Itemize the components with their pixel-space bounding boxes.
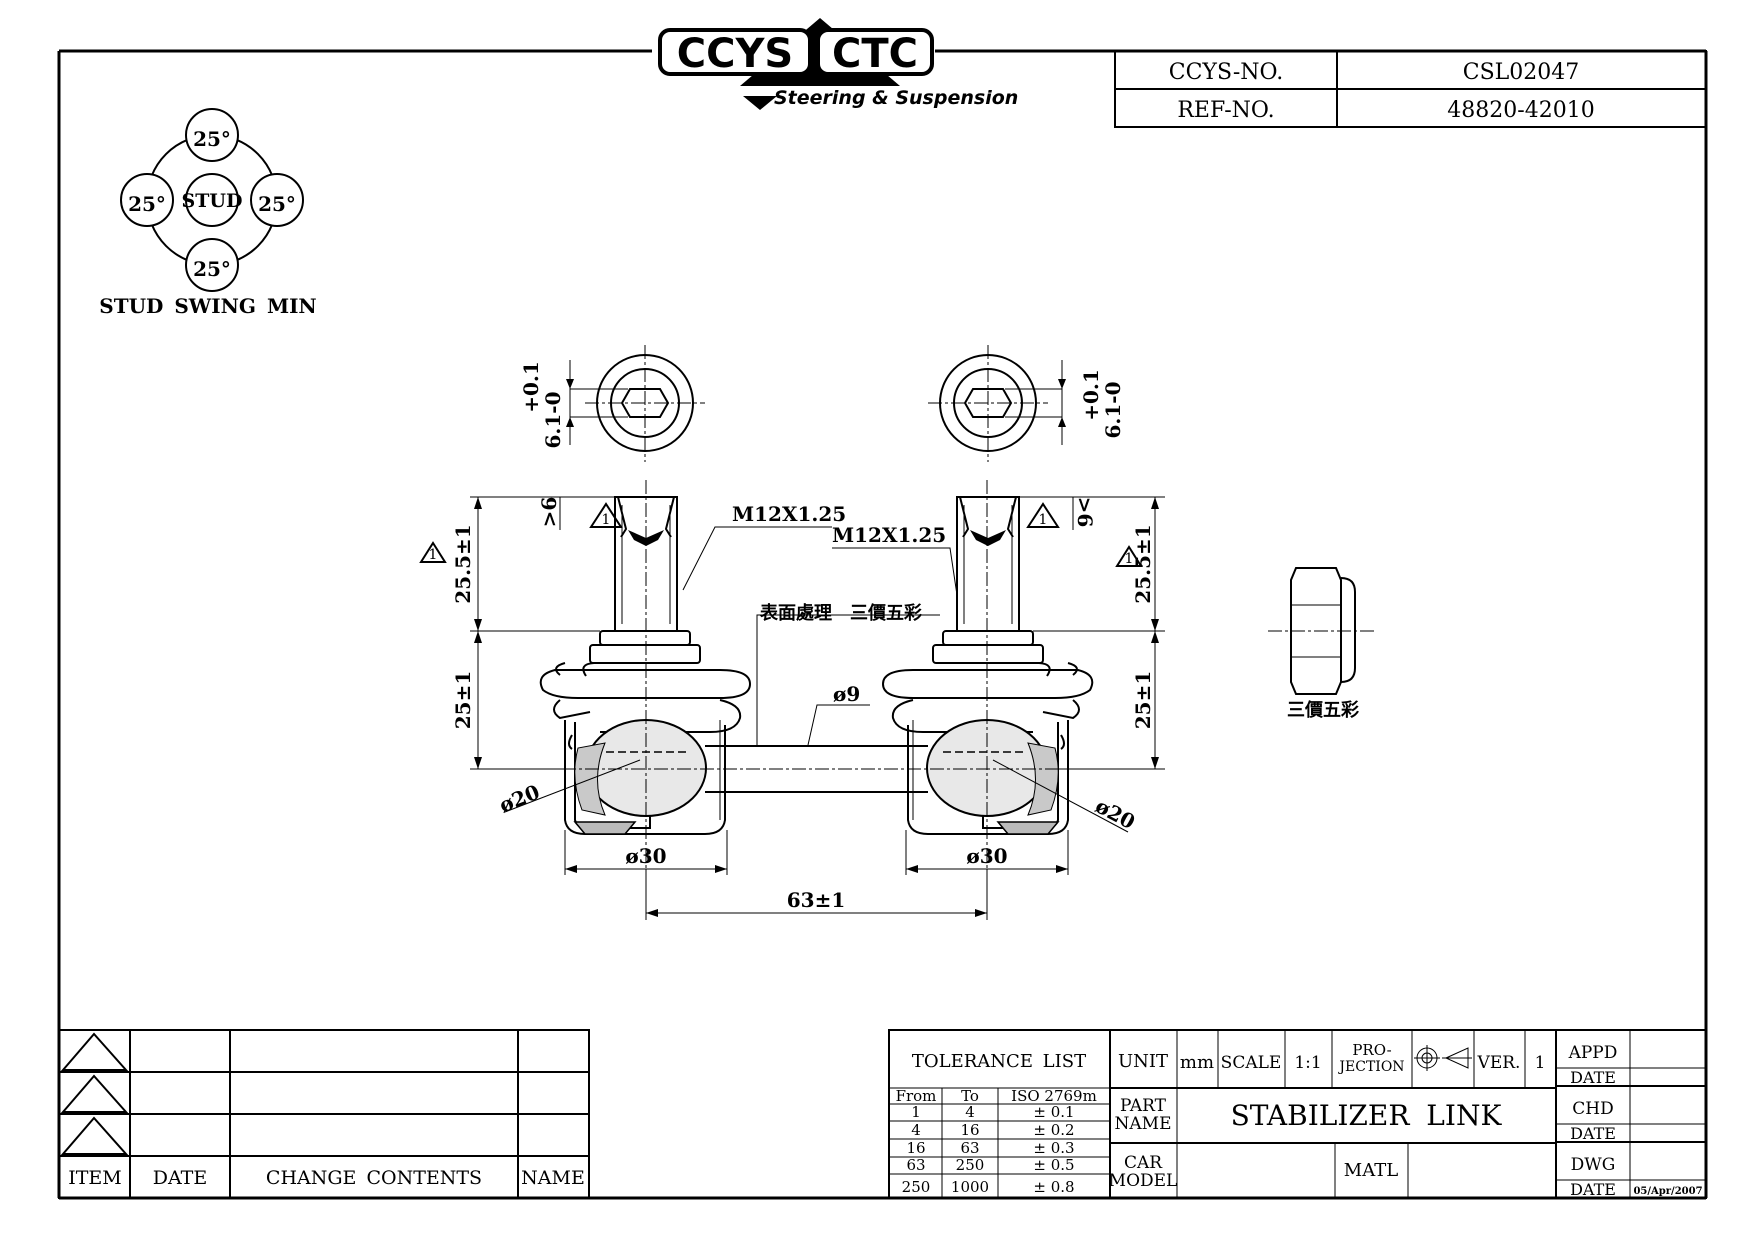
stud-length-left: 25.5±1	[451, 524, 475, 603]
hex-depth-left: >6	[537, 497, 561, 528]
right-ball-joint	[881, 480, 1094, 910]
stud-swing-caption: STUD SWING MIN	[99, 294, 316, 318]
housing-diameter-right: ø30	[966, 844, 1007, 868]
ref-no-label: REF-NO.	[1177, 98, 1274, 123]
material-label: MATL	[1344, 1160, 1398, 1181]
housing-diameter-left: ø30	[625, 844, 666, 868]
tol-from: 250	[902, 1178, 931, 1196]
version-value: 1	[1535, 1053, 1546, 1073]
swing-angle-top: 25°	[193, 127, 231, 151]
body-length-left: 25±1	[451, 671, 475, 730]
swing-angle-left: 25°	[128, 192, 166, 216]
rev-header-contents: CHANGE CONTENTS	[266, 1167, 482, 1189]
logo-left-text: CCYS	[677, 31, 793, 77]
tol-from: 1	[911, 1103, 921, 1121]
stud-length-right: 25.5±1	[1131, 524, 1155, 603]
left-ball-joint	[539, 480, 752, 910]
logo-tagline: Steering & Suspension	[774, 87, 1018, 109]
ccys-no-label: CCYS-NO.	[1169, 60, 1284, 85]
connecting-rod	[470, 745, 1160, 793]
tol-header-from: From	[896, 1087, 937, 1105]
lock-nut	[1268, 567, 1376, 695]
tol-to: 63	[960, 1139, 979, 1157]
tol-header-iso: ISO 2769m	[1011, 1087, 1097, 1105]
right-end-view	[928, 345, 1066, 462]
chd-date-label: DATE	[1570, 1124, 1616, 1143]
tol-value: ± 0.8	[1033, 1178, 1074, 1196]
surface-treatment-note: 表面處理 三價五彩	[760, 602, 922, 624]
dwg-date-value: 05/Apr/2007	[1633, 1186, 1702, 1197]
nut-finish-note: 三價五彩	[1287, 699, 1359, 721]
hex-dim-right: 6.1-0	[1101, 381, 1125, 438]
swing-angle-right: 25°	[258, 192, 296, 216]
stud-center-label: STUD	[182, 190, 243, 212]
stud-swing-diagram: STUD 25° 25° 25° 25° STUD SWING MIN	[99, 108, 317, 318]
logo-right-text: CTC	[832, 31, 918, 77]
ball-diameter-right: ø20	[1091, 794, 1139, 835]
tol-value: ± 0.3	[1033, 1139, 1074, 1157]
hex-depth-right: >6	[1073, 497, 1097, 528]
part-name-value: STABILIZER LINK	[1231, 1099, 1503, 1132]
tol-from: 16	[906, 1139, 925, 1157]
tol-to: 250	[956, 1156, 985, 1174]
hex-tol-right: +0.1	[1079, 369, 1103, 421]
part-name-label-2: NAME	[1115, 1114, 1172, 1134]
left-end-view	[566, 345, 705, 462]
sheet-border	[57, 49, 1708, 1200]
projection-label-1: PRO-	[1352, 1041, 1391, 1059]
tol-value: ± 0.2	[1033, 1121, 1074, 1139]
tol-to: 16	[960, 1121, 979, 1139]
rod-diameter: ø9	[833, 682, 860, 706]
rev-header-item: ITEM	[68, 1167, 122, 1189]
tol-from: 63	[906, 1156, 925, 1174]
company-logo: CCYS CTC Steering & Suspension	[658, 18, 1018, 110]
swing-angle-bottom: 25°	[193, 257, 231, 281]
ref-no-value: 48820-42010	[1447, 98, 1594, 123]
tol-to: 4	[965, 1103, 975, 1121]
chd-label: CHD	[1572, 1099, 1613, 1119]
tol-value: ± 0.1	[1033, 1103, 1074, 1121]
appd-date-label: DATE	[1570, 1068, 1616, 1087]
hex-dim-left: 6.1-0	[541, 391, 565, 448]
body-length-right: 25±1	[1131, 671, 1155, 730]
rev-mark-right: 1	[1039, 512, 1048, 528]
rev-mark-stud-right: 1	[1125, 551, 1134, 567]
scale-value: 1:1	[1294, 1053, 1321, 1073]
thread-spec-right: M12X1.25	[832, 523, 946, 547]
tol-to: 1000	[951, 1178, 989, 1196]
unit-label: UNIT	[1118, 1051, 1168, 1072]
projection-label-2: JECTION	[1337, 1059, 1404, 1075]
thread-spec-left: M12X1.25	[732, 502, 846, 526]
dwg-label: DWG	[1571, 1155, 1616, 1175]
rev-header-date: DATE	[153, 1167, 207, 1189]
car-model-label-2: MODEL	[1109, 1171, 1178, 1191]
tol-value: ± 0.5	[1033, 1156, 1074, 1174]
title-block	[888, 1029, 1707, 1199]
rev-header-name: NAME	[521, 1167, 585, 1189]
revision-table	[58, 1029, 590, 1199]
center-distance: 63±1	[787, 888, 846, 912]
header-number-block: CCYS-NO. CSL02047 REF-NO. 48820-42010	[1114, 50, 1707, 128]
dwg-date-label: DATE	[1570, 1180, 1616, 1199]
unit-value: mm	[1180, 1052, 1214, 1073]
ccys-no-value: CSL02047	[1463, 60, 1580, 85]
tolerance-title: TOLERANCE LIST	[912, 1051, 1086, 1072]
tol-header-to: To	[961, 1087, 979, 1105]
hex-tol-left: +0.1	[519, 361, 543, 413]
rev-mark-left: 1	[602, 512, 611, 528]
version-label: VER.	[1477, 1053, 1521, 1073]
ball-diameter-left: ø20	[496, 780, 543, 818]
tol-from: 4	[911, 1121, 921, 1139]
dimension-lines	[419, 496, 1165, 920]
part-name-label-1: PART	[1120, 1096, 1167, 1116]
appd-label: APPD	[1568, 1043, 1618, 1063]
rev-mark-stud-left: 1	[429, 547, 438, 563]
scale-label: SCALE	[1221, 1053, 1282, 1073]
car-model-label-1: CAR	[1124, 1153, 1163, 1173]
